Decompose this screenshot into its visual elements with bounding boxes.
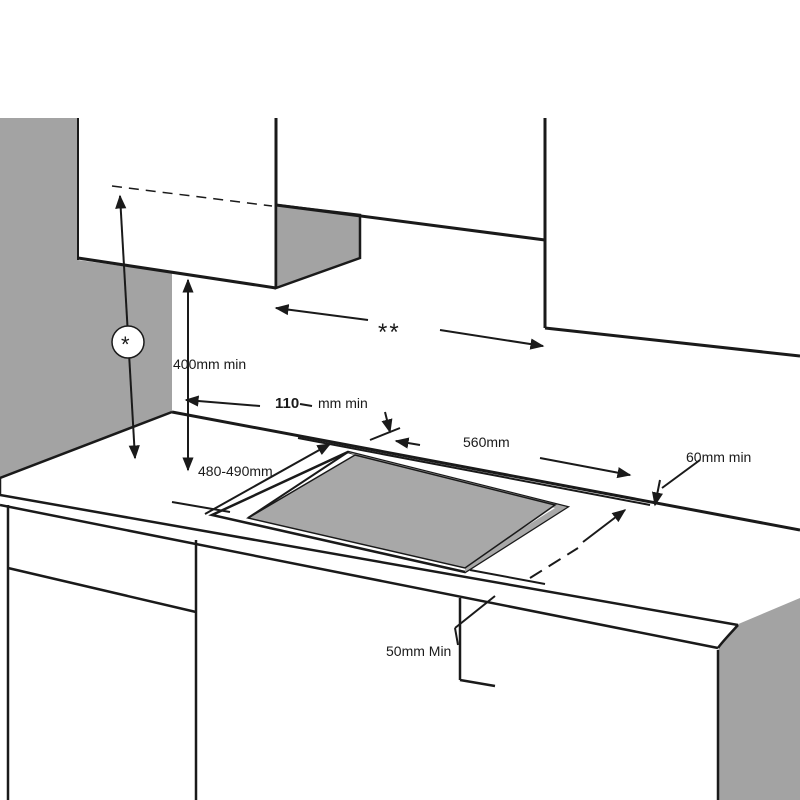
back-clearance-dimension: [651, 459, 701, 507]
worktop-cutout: [208, 450, 571, 574]
cutout-depth-right: [469, 509, 627, 585]
upper-cabinet-right: [543, 118, 800, 358]
cutout-width-label: 560mm: [463, 434, 510, 450]
base-cabinets: [6, 505, 720, 800]
star-callout-circle: [111, 325, 145, 359]
cutout-width-dimension: [297, 427, 651, 506]
side-clearance-value: 110: [275, 395, 299, 412]
height-star-label: *: [121, 332, 130, 357]
front-clearance-label: 50mm Min: [386, 643, 451, 659]
countertop: [0, 410, 800, 650]
min-vertical-label: 400mm min: [173, 356, 246, 372]
side-clearance-dimension: [184, 395, 393, 434]
cutout-depth-label: 480-490mm: [198, 463, 273, 479]
front-clearance-dimension: [454, 595, 496, 646]
width-dimension-stars: [274, 304, 545, 350]
upper-cabinet-left: [77, 118, 278, 290]
range-hood: [274, 203, 546, 290]
width-stars-label: **: [378, 319, 401, 346]
back-wall: [0, 118, 172, 478]
reference-dashed-line: [111, 185, 273, 207]
right-wall: [718, 598, 800, 800]
cutout-depth-dimension: [171, 443, 332, 515]
side-clearance-unit: mm min: [318, 395, 368, 411]
back-clearance-label: 60mm min: [686, 449, 751, 465]
